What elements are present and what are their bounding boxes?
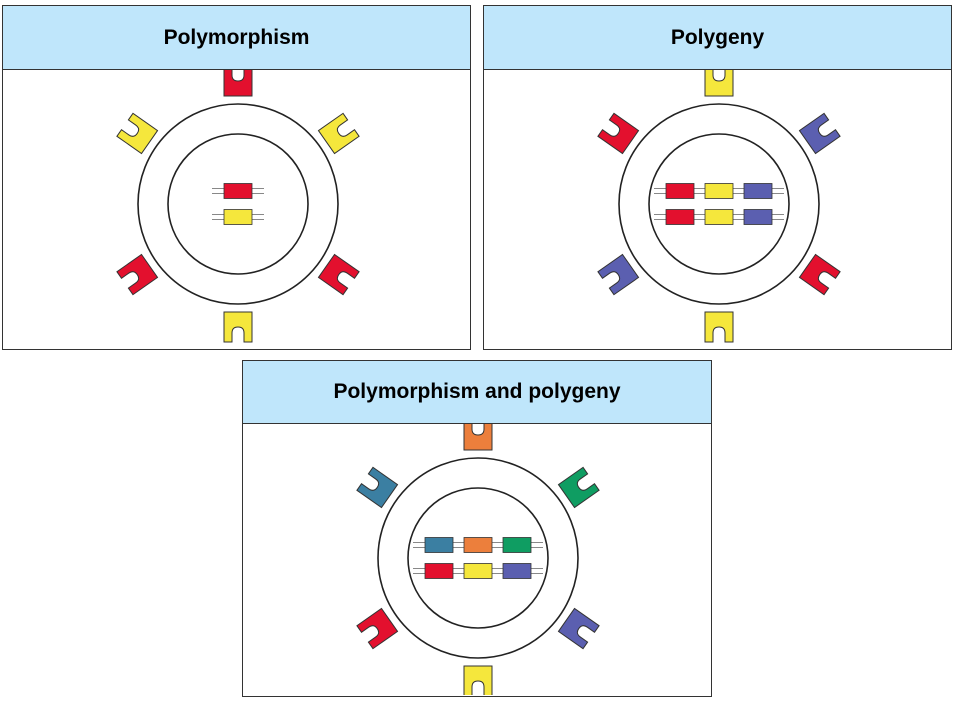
receptor-red [223, 70, 253, 97]
panel-polymorphism: Polymorphism [2, 5, 471, 350]
gene-green [502, 537, 532, 553]
cell-nucleus [648, 133, 790, 275]
receptor-teal [356, 466, 399, 509]
gene-yellow [463, 563, 493, 579]
gene-yellow [223, 209, 253, 225]
panel-title: Polymorphism and polygeny [243, 361, 711, 424]
gene-blue [743, 209, 773, 225]
gene-blue [743, 183, 773, 199]
cell-diagram [484, 70, 951, 349]
receptor-yellow [116, 112, 159, 155]
receptor-red [317, 253, 360, 296]
gene-yellow [704, 209, 734, 225]
receptor-yellow [463, 665, 493, 695]
cell-svg [116, 70, 360, 343]
panel-title: Polymorphism [3, 6, 470, 70]
receptor-red [116, 253, 159, 296]
gene-yellow [704, 183, 734, 199]
cell-svg [356, 424, 600, 695]
receptor-yellow [704, 70, 734, 97]
panel-polymorphism-and-polygeny: Polymorphism and polygeny [242, 360, 712, 697]
cell-nucleus [167, 133, 309, 275]
receptor-blue [798, 112, 841, 155]
cell-nucleus [407, 487, 549, 629]
gene-blue [502, 563, 532, 579]
gene-red [665, 209, 695, 225]
receptor-yellow [704, 311, 734, 343]
cell-svg [597, 70, 841, 343]
gene-red [665, 183, 695, 199]
receptor-blue [597, 253, 640, 296]
receptor-yellow [317, 112, 360, 155]
cell-diagram [243, 424, 711, 696]
receptor-blue [557, 607, 600, 650]
gene-red [223, 183, 253, 199]
gene-teal [424, 537, 454, 553]
gene-orange [463, 537, 493, 553]
cell-diagram [3, 70, 470, 349]
panel-polygeny: Polygeny [483, 5, 952, 350]
receptor-red [798, 253, 841, 296]
receptor-red [597, 112, 640, 155]
receptor-red [356, 607, 399, 650]
receptor-green [557, 466, 600, 509]
receptor-yellow [223, 311, 253, 343]
panel-title: Polygeny [484, 6, 951, 70]
receptor-orange [463, 424, 493, 451]
gene-red [424, 563, 454, 579]
